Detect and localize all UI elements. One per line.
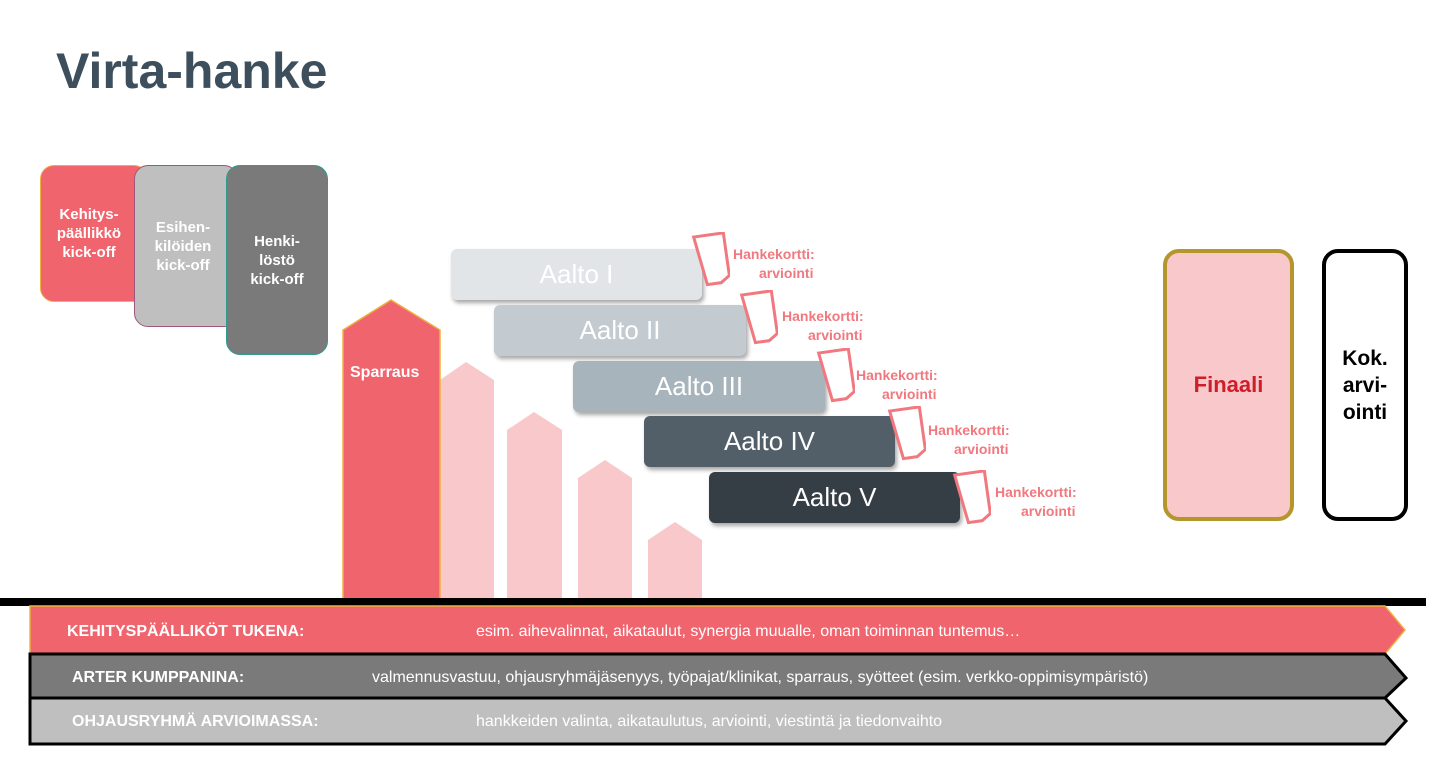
sparraus-arrow-faded-1 [440,362,494,600]
hankekortti-line1: Hankekortti: [995,484,1077,500]
band-arter [28,652,1409,700]
band-label-kehityspaallikot: KEHITYSPÄÄLLIKÖT TUKENA: [67,623,305,640]
wave-5: Aalto V [709,472,960,523]
wave-1: Aalto I [451,249,702,300]
hankekortti-line2: arviointi [954,441,1009,457]
timeline-baseline [0,598,1426,606]
document-icon [952,470,991,525]
kickoff-kehityspaallikko: Kehitys- päällikkö kick-off [40,165,148,302]
hankekortti-line2: arviointi [882,386,937,402]
hankekortti-line1: Hankekortti: [733,246,815,262]
band-ohjausryhma [28,696,1409,746]
document-icon [887,406,926,461]
sparraus-arrow-main [342,299,441,601]
sparraus-arrow-faded-4 [648,522,702,600]
band-kehityspaallikot [29,605,1406,655]
wave-3: Aalto III [573,361,825,412]
hankekortti-line1: Hankekortti: [782,308,864,324]
kickoff-henkilosto: Henki- löstö kick-off [226,165,328,355]
document-icon [816,348,855,403]
band-desc-arter: valmennusvastuu, ohjausryhmäjäsenyys, ty… [372,669,1149,686]
document-icon [739,290,778,345]
hankekortti-label-4: Hankekortti: arviointi [928,421,1010,459]
hankekortti-label-3: Hankekortti: arviointi [856,366,938,404]
hankekortti-line1: Hankekortti: [856,367,938,383]
hankekortti-line2: arviointi [1021,503,1076,519]
band-desc-ohjausryhma: hankkeiden valinta, aikataulutus, arvioi… [476,713,943,730]
hankekortti-line2: arviointi [808,327,863,343]
hankekortti-label-2: Hankekortti: arviointi [782,307,864,345]
hankekortti-label-5: Hankekortti: arviointi [995,483,1077,521]
hankekortti-line1: Hankekortti: [928,422,1010,438]
sparraus-label: Sparraus [350,364,420,381]
hankekortti-label-1: Hankekortti: arviointi [733,245,815,283]
band-label-ohjausryhma: OHJAUSRYHMÄ ARVIOIMASSA: [72,713,319,730]
kokonaisarviointi-box: Kok. arvi- ointi [1322,249,1408,521]
wave-4: Aalto IV [644,416,895,467]
sparraus-arrow-faded-2 [507,412,562,600]
band-desc-kehityspaallikot: esim. aihevalinnat, aikataulut, synergia… [476,623,1021,640]
band-label-arter: ARTER KUMPPANINA: [72,669,245,686]
document-icon [691,232,730,287]
page-title: Virta-hanke [56,43,328,99]
kickoff-esihenkiloiden: Esihen- kilöiden kick-off [134,165,238,327]
sparraus-arrow-faded-3 [578,460,632,600]
wave-2: Aalto II [494,305,746,356]
hankekortti-line2: arviointi [759,265,814,281]
finaali-box: Finaali [1163,249,1294,521]
